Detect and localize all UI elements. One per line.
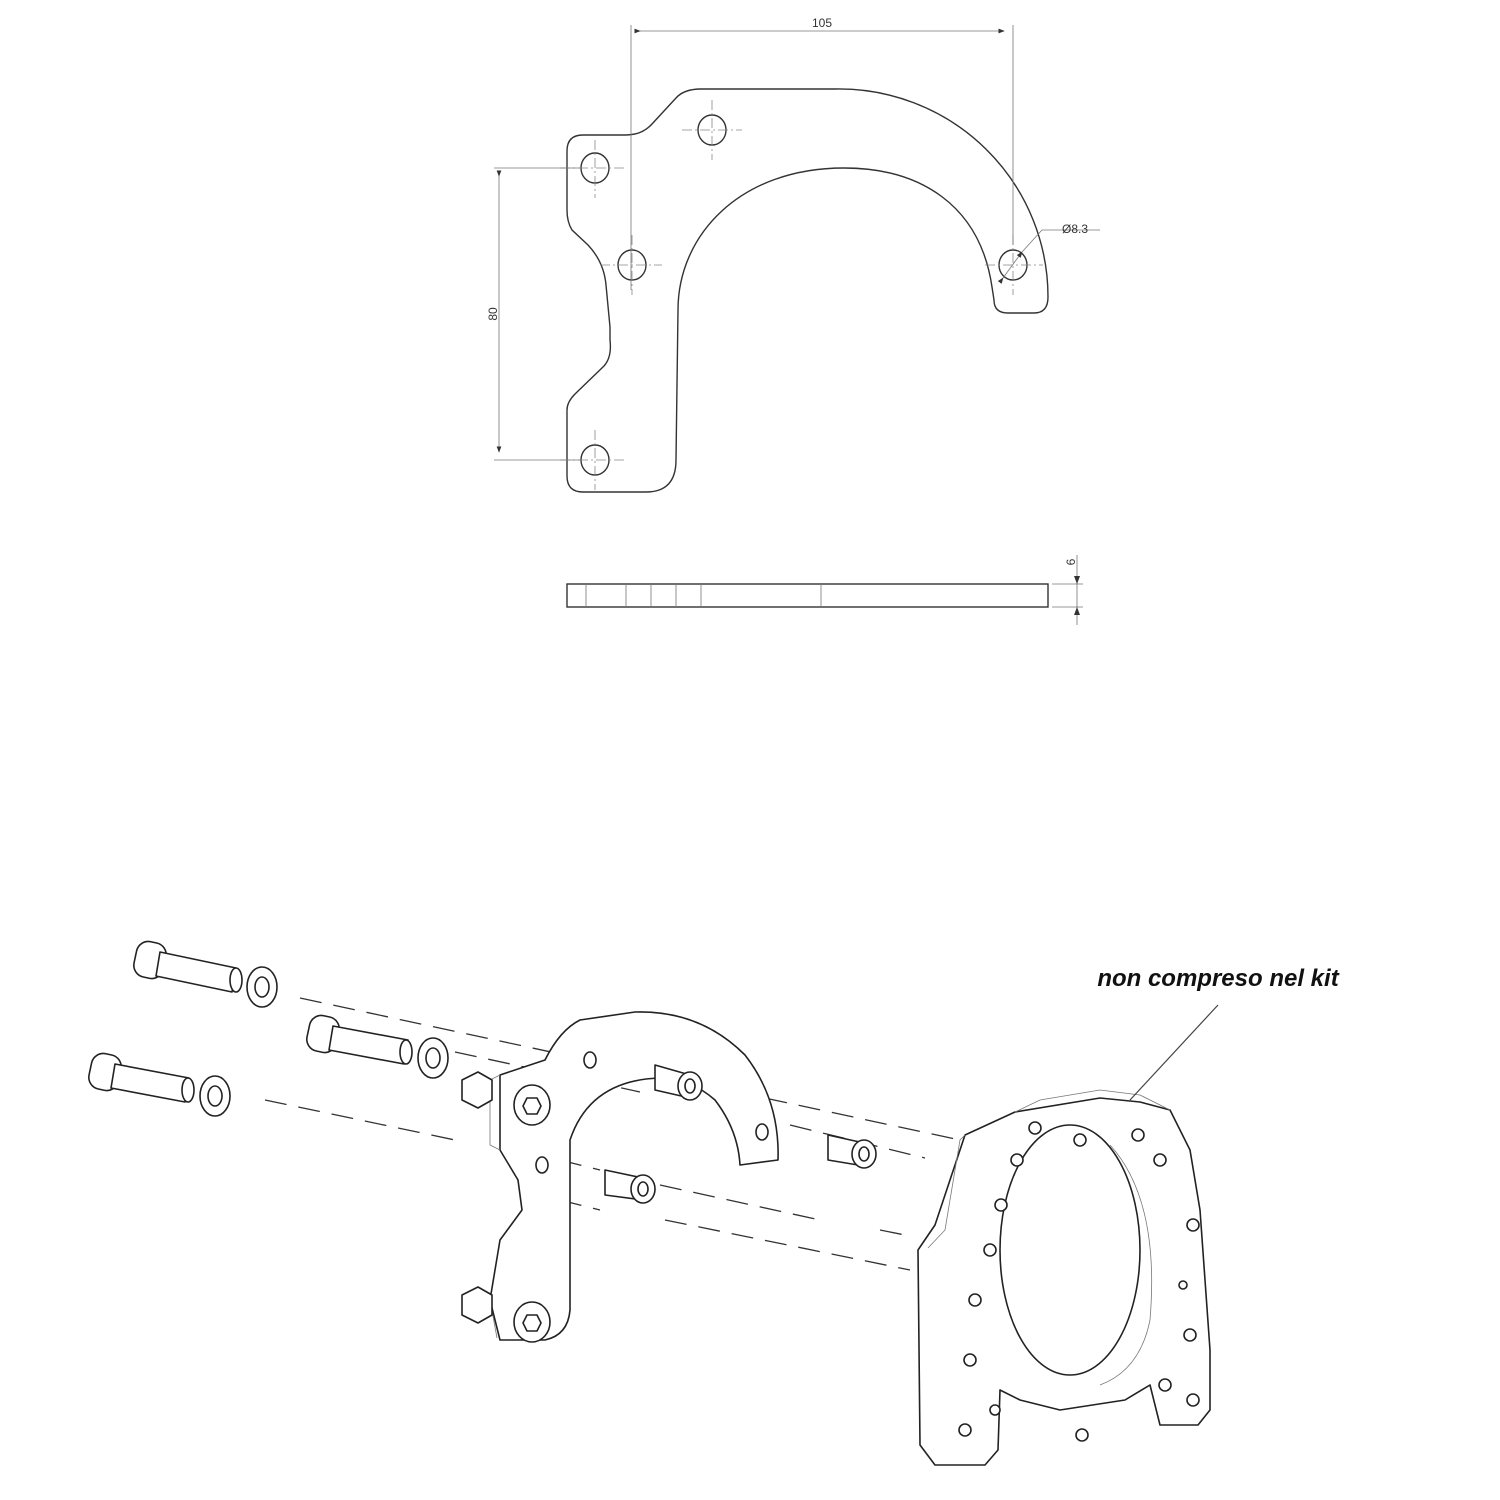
bolt <box>133 940 278 1008</box>
hub-bore <box>999 1124 1141 1376</box>
note-leader-line <box>1129 1004 1219 1101</box>
not-included-note: non compreso nel kit <box>1097 965 1339 992</box>
hole <box>535 1156 549 1174</box>
bolt <box>88 1052 231 1117</box>
center-lines <box>560 100 1043 490</box>
plate-edge <box>566 583 1049 608</box>
spacer <box>604 1169 656 1204</box>
spacer <box>654 1064 703 1101</box>
dimension-diameter: Ø8.3 <box>997 222 1100 284</box>
hole <box>583 1051 597 1069</box>
spacer <box>827 1134 877 1169</box>
nut <box>461 1071 493 1109</box>
dim-diameter-label: Ø8.3 <box>1062 222 1088 236</box>
dimension-width: 105 <box>630 16 1014 290</box>
mounting-holes <box>580 114 1028 476</box>
bracket-side-view: 6 <box>566 555 1083 625</box>
hub-carrier <box>917 1089 1211 1466</box>
dimension-height: 80 <box>486 167 580 461</box>
dim-thickness-label: 6 <box>1064 558 1078 565</box>
bracket-top-view: 105 80 Ø8.3 <box>486 16 1100 493</box>
hub-holes <box>958 1121 1200 1442</box>
dim-width-label: 105 <box>812 16 832 30</box>
dim-height-label: 80 <box>486 307 500 321</box>
bolt <box>306 1014 449 1079</box>
bracket-outline <box>566 88 1049 493</box>
bracket-perspective <box>461 1011 779 1343</box>
exploded-view: non compreso nel kit <box>88 940 1340 1466</box>
nut <box>461 1286 493 1324</box>
hole <box>755 1123 769 1141</box>
dimension-thickness: 6 <box>1052 555 1083 625</box>
